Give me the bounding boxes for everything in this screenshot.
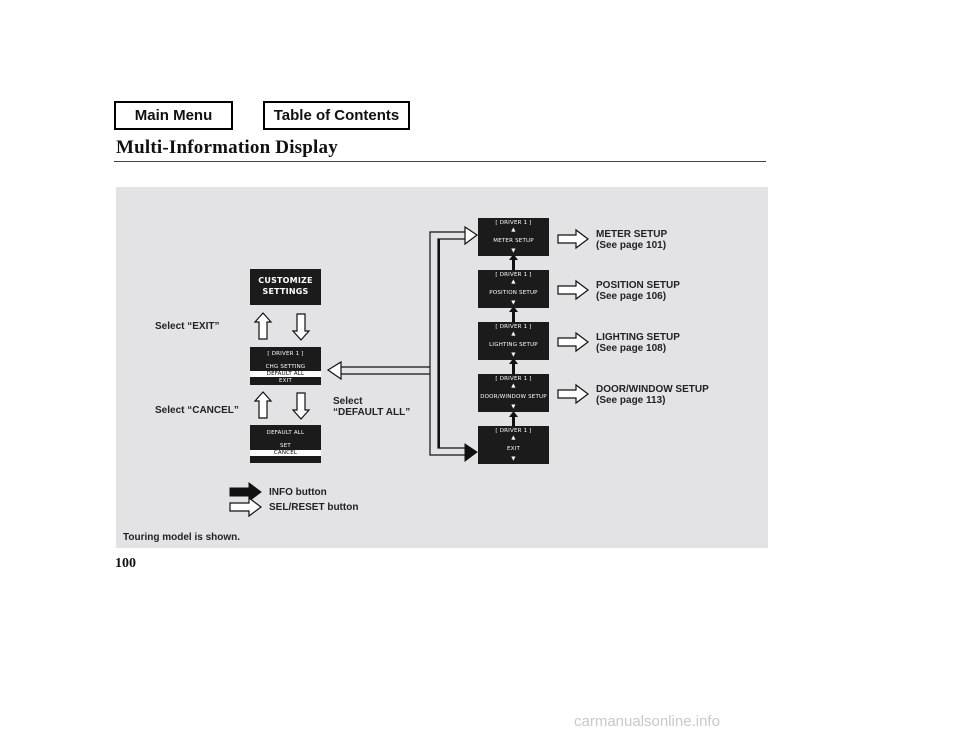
- page-reference: (See page 101): [596, 240, 667, 251]
- door-window-setup-screen: [ DRIVER 1 ] ▲ DOOR/WINDOW SETUP ▼: [478, 374, 549, 412]
- driver-menu-screen: [ DRIVER 1 ] CHG SETTING DEFAULT ALL EXI…: [250, 347, 321, 385]
- down-triangle-icon: ▼: [511, 300, 516, 306]
- down-triangle-icon: ▼: [511, 404, 516, 410]
- page-title: Multi-Information Display: [116, 137, 338, 158]
- up-triangle-icon: ▲: [511, 279, 516, 285]
- up-triangle-icon: ▲: [511, 435, 516, 441]
- main-menu-button[interactable]: Main Menu: [114, 101, 233, 130]
- select-exit-label: Select “EXIT”: [155, 321, 220, 332]
- down-triangle-icon: ▼: [511, 352, 516, 358]
- right-arrow-icon: [464, 443, 478, 462]
- page-reference: (See page 106): [596, 291, 667, 302]
- select-default-all-label: Select “DEFAULT ALL”: [333, 396, 410, 418]
- sel-reset-button-arrow-icon: [229, 496, 262, 518]
- up-triangle-icon: ▲: [511, 331, 516, 337]
- default-all-screen: DEFAULT ALL SET CANCEL: [250, 425, 321, 463]
- page-reference: (See page 113): [596, 395, 666, 406]
- driver-menu-item-selected: DEFAULT ALL: [250, 371, 321, 377]
- right-arrow-icon: [557, 279, 589, 301]
- down-triangle-icon: ▼: [511, 456, 516, 462]
- customize-line1: CUSTOMIZE: [258, 276, 313, 285]
- default-all-item: SET: [280, 443, 291, 449]
- diagram-panel: [116, 187, 768, 548]
- watermark: carmanualsonline.info: [574, 713, 720, 730]
- position-setup-screen: [ DRIVER 1 ] ▲ POSITION SETUP ▼: [478, 270, 549, 308]
- meter-setup-label: METER SETUP (See page 101): [596, 229, 667, 251]
- door-window-setup-label: DOOR/WINDOW SETUP (See page 113): [596, 384, 709, 406]
- sel-reset-button-legend: SEL/RESET button: [269, 502, 359, 513]
- right-arrow-icon: [557, 331, 589, 353]
- right-arrow-icon: [557, 228, 589, 250]
- setup-name: POSITION SETUP: [596, 280, 680, 291]
- down-arrow-icon: [291, 313, 311, 341]
- customize-line2: SETTINGS: [262, 287, 309, 296]
- connector-exit-to-driver-menu: [340, 231, 466, 456]
- right-arrow-icon: [464, 225, 479, 246]
- default-all-item-selected: CANCEL: [250, 450, 321, 456]
- exit-screen: [ DRIVER 1 ] ▲ EXIT ▼: [478, 426, 549, 464]
- screen-header: [ DRIVER 1 ]: [495, 376, 532, 382]
- screen-header: [ DRIVER 1 ]: [495, 272, 532, 278]
- screen-label: EXIT: [506, 446, 521, 452]
- lighting-setup-label: LIGHTING SETUP (See page 108): [596, 332, 680, 354]
- table-of-contents-button[interactable]: Table of Contents: [263, 101, 410, 130]
- up-triangle-icon: ▲: [511, 383, 516, 389]
- caption: Touring model is shown.: [123, 532, 241, 543]
- title-divider: [114, 161, 766, 162]
- screen-header: [ DRIVER 1 ]: [495, 428, 532, 434]
- driver-menu-item: EXIT: [278, 378, 293, 384]
- meter-setup-screen: [ DRIVER 1 ] ▲ METER SETUP ▼: [478, 218, 549, 256]
- up-triangle-icon: ▲: [511, 227, 516, 233]
- screen-label: DOOR/WINDOW SETUP: [480, 394, 547, 400]
- screen-label: METER SETUP: [493, 238, 534, 244]
- screen-label: LIGHTING SETUP: [489, 342, 538, 348]
- up-arrow-icon: [253, 312, 273, 340]
- right-arrow-icon: [557, 383, 589, 405]
- down-triangle-icon: ▼: [511, 248, 516, 254]
- position-setup-label: POSITION SETUP (See page 106): [596, 280, 680, 302]
- up-arrow-icon: [253, 391, 273, 419]
- lighting-setup-screen: [ DRIVER 1 ] ▲ LIGHTING SETUP ▼: [478, 322, 549, 360]
- default-all-title: DEFAULT ALL: [266, 430, 305, 436]
- left-arrow-icon: [326, 360, 342, 381]
- page-number: 100: [115, 556, 136, 571]
- select-default-all-line1: Select: [333, 396, 363, 407]
- setup-name: LIGHTING SETUP: [596, 332, 680, 343]
- down-arrow-icon: [291, 392, 311, 420]
- select-default-all-line2: “DEFAULT ALL”: [333, 407, 411, 418]
- screen-label: POSITION SETUP: [489, 290, 538, 296]
- select-cancel-label: Select “CANCEL”: [155, 405, 239, 416]
- info-button-arrow-icon: [229, 482, 262, 502]
- customize-settings-screen: CUSTOMIZE SETTINGS: [250, 269, 321, 305]
- screen-header: [ DRIVER 1 ]: [495, 324, 532, 330]
- page-reference: (See page 108): [596, 343, 667, 354]
- info-button-legend: INFO button: [269, 487, 327, 498]
- setup-name: DOOR/WINDOW SETUP: [596, 384, 709, 395]
- driver-menu-item: CHG SETTING: [265, 364, 306, 370]
- driver-menu-header: [ DRIVER 1 ]: [267, 351, 304, 357]
- setup-name: METER SETUP: [596, 229, 668, 240]
- screen-header: [ DRIVER 1 ]: [495, 220, 532, 226]
